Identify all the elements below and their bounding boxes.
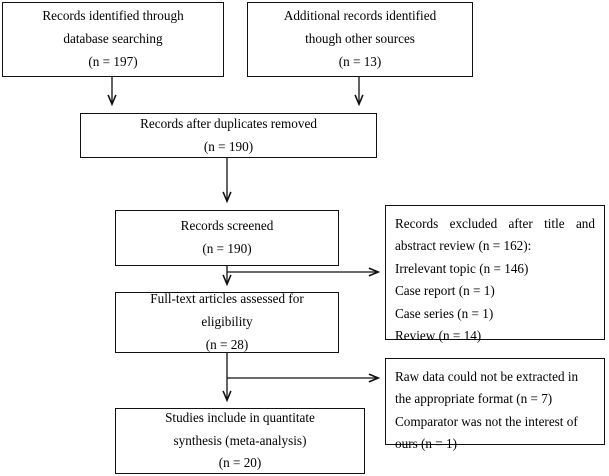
additional-records-count: (n = 13) (338, 53, 382, 69)
records-screened-count: (n = 190) (202, 241, 252, 256)
records-excluded-review: Review (n = 14) (395, 328, 482, 344)
full-text-excluded-line-1: Raw data could not be extracted in (395, 369, 579, 384)
full-text-excluded-line-3: Comparator was not the interest of (395, 413, 578, 429)
studies-included-box: Studies include in quantitate synthesis … (115, 408, 365, 474)
records-identified-database-box: Records identified through database sear… (2, 2, 224, 77)
records-identified-database-line-2: database searching (63, 31, 163, 47)
full-text-articles-excluded-box: Raw data could not be extracted in the a… (385, 358, 605, 451)
additional-records-line-1: Additional records identified (283, 8, 437, 24)
records-excluded-case-report: Case report (n = 1) (395, 283, 495, 299)
records-after-duplicates-removed-box: Records after duplicates removed (n = 19… (80, 113, 377, 158)
full-text-articles-assessed-box: Full-text articles assessed for eligibil… (115, 291, 339, 353)
studies-included-line-2: synthesis (meta-analysis) (173, 432, 307, 448)
full-text-excluded-line-2: the appropriate format (n = 7) (395, 391, 553, 407)
additional-records-other-sources-box: Additional records identified though oth… (247, 2, 473, 77)
full-text-assessed-count: (n = 28) (205, 336, 249, 352)
records-identified-database-count: (n = 197) (88, 53, 138, 69)
duplicates-removed-line-1: Records after duplicates removed (140, 115, 317, 131)
records-excluded-line-1: Records excluded after title and (395, 216, 595, 231)
records-excluded-irrelevant-topic: Irrelevant topic (n = 146) (395, 260, 529, 276)
records-screened-box: Records screened (n = 190) (115, 210, 339, 266)
records-identified-database-line-1: Records identified through (42, 8, 184, 24)
records-excluded-box: Records excluded after title and abstrac… (385, 205, 605, 343)
records-excluded-line-2: abstract review (n = 162): (395, 238, 532, 254)
duplicates-removed-count: (n = 190) (203, 138, 254, 154)
additional-records-line-2: though other sources (305, 31, 415, 47)
studies-included-count: (n = 20) (218, 455, 262, 471)
studies-included-line-1: Studies include in quantitate (165, 409, 315, 425)
records-excluded-case-series: Case series (n = 1) (395, 305, 494, 321)
full-text-assessed-line-1: Full-text articles assessed for (150, 291, 304, 307)
full-text-excluded-line-4: ours (n = 1) (395, 436, 458, 452)
full-text-assessed-line-2: eligibility (201, 314, 253, 330)
records-screened-label: Records screened (180, 218, 274, 234)
